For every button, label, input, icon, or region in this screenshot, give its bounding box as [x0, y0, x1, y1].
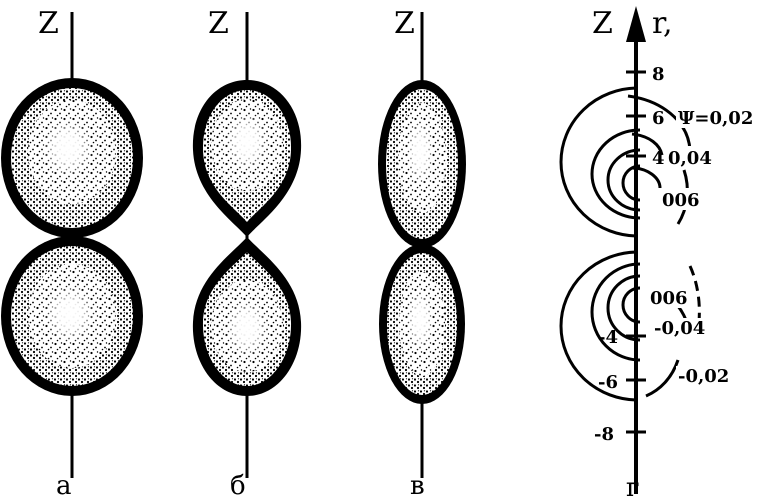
- contour-upper-0-04: [590, 128, 641, 220]
- lobe-lower-a: [1, 236, 143, 396]
- contour-lower-0-06: [621, 286, 641, 324]
- axis-arrow-icon: [626, 6, 646, 42]
- caption-a: а: [56, 471, 72, 501]
- psi-label-upper-0-04: 0,04: [668, 148, 712, 169]
- contour-lower-0-02: [559, 250, 639, 402]
- tick-label-8: 8: [652, 64, 665, 85]
- caption-v: в: [410, 471, 425, 501]
- lobe-upper-b: [192, 80, 302, 237]
- tick-label-minus-8: -8: [594, 424, 614, 445]
- panel-v: Z в: [378, 6, 466, 501]
- contour-lower-0-04: [590, 262, 641, 362]
- caption-g: г: [626, 473, 640, 502]
- lobe-lower-b: [192, 237, 302, 396]
- psi-label-lower-0-04: -0,04: [654, 318, 705, 339]
- axis-label-z-a: Z: [38, 6, 59, 41]
- lobe-lower-v: [379, 244, 465, 404]
- caption-b: б: [230, 471, 246, 501]
- contour-upper-mid: [606, 148, 641, 212]
- psi-label-lower-0-02: -0,02: [678, 366, 729, 387]
- axis-label-r: r,: [652, 6, 673, 41]
- psi-label-upper-0-06: 006: [662, 190, 700, 211]
- lobe-upper-v: [378, 80, 466, 248]
- z-axis-g: [626, 6, 646, 494]
- lobe-upper-a: [1, 78, 143, 238]
- axis-label-z-g: Z: [592, 6, 613, 41]
- contour-upper-0-02: [559, 86, 639, 238]
- tick-label-4: 4: [652, 148, 665, 169]
- tick-label-minus-4: -4: [598, 327, 618, 348]
- psi-label-lower-0-06: 006: [650, 288, 688, 309]
- tick-label-minus-6: -6: [598, 372, 618, 393]
- psi-labels: Ψ=0,02 0,04 006 006 -0,04 -0,02: [648, 104, 762, 388]
- panel-g: [559, 86, 701, 402]
- panel-b: Z б: [192, 6, 302, 501]
- axis-label-z-v: Z: [394, 6, 415, 41]
- ticks: [626, 70, 646, 434]
- tick-label-6: 6: [652, 108, 665, 129]
- psi-label-upper-0-02: Ψ=0,02: [678, 108, 753, 129]
- axis-label-z-b: Z: [208, 6, 229, 41]
- panel-a: Z а: [1, 6, 143, 501]
